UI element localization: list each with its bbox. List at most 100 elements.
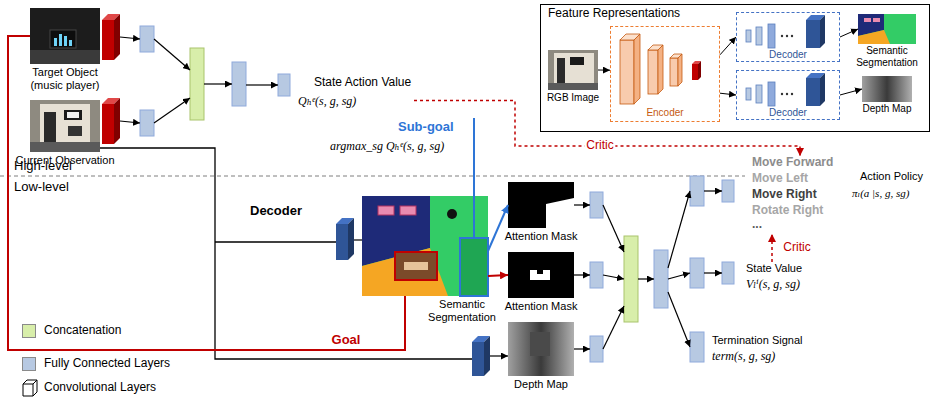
depth-region [530,332,550,356]
rgb-image-wall [554,53,594,83]
decoder-output-layer [806,20,820,48]
conv-block-side [114,98,120,144]
decoder-block-side [484,336,490,376]
level-label: Low-level [14,180,69,195]
flow-arrow [154,98,190,123]
ellipsis-dot [781,93,783,95]
fc-layer [690,176,704,206]
flow-arrow [668,273,690,279]
image-caption: Semantic Segmentation [851,45,923,68]
segmentation-thumb [858,14,916,44]
flow-arrow [704,190,722,191]
connector [720,37,736,55]
fc-layer [722,180,734,202]
output-name: Termination Signal [712,334,803,347]
goal-object [404,262,428,270]
flow-arrow [574,274,590,275]
state-value: State ValueVₗⁱ(s, g, sg) [746,262,805,294]
decoder-layer [756,85,762,103]
value-output: State Action ValueQₕᵉ(s, g, sg) [298,76,414,111]
observation-floor [30,142,100,152]
edge-label: Critic [584,139,615,153]
depth-image: Depth Map [508,322,574,376]
rgb-image: RGB Image [548,50,598,90]
decoder-label: Decoder [250,204,302,219]
observation-feed-line [100,148,472,359]
attention-region [546,198,574,228]
conv-block [102,104,114,144]
decoder-out-line [490,355,508,356]
legend-text: Convolutional Layers [44,381,156,395]
flow-arrow [246,84,278,85]
legend-swatch [22,324,36,338]
segmentation-region [873,18,880,22]
target-image-bg [30,8,100,64]
output-name: State Value [746,262,802,275]
connector [414,101,800,157]
inset-panel: RGB ImageEncoderDecoderDecoderSemantic S… [540,4,930,132]
segmentation-bg [362,196,488,296]
action-name: Move Left [752,172,808,186]
flow-arrow [120,121,140,123]
fc-layer [232,62,246,106]
observation-feed-line [215,241,336,242]
decoder-output-side [820,73,825,106]
decoder-out-line [354,239,362,240]
concat-layer [624,236,638,322]
fc-layer [278,74,290,96]
ellipsis-dot [786,35,788,37]
fc-layer [690,258,704,288]
image-caption: Depth Map [514,378,568,391]
legend-text: Concatenation [44,324,121,338]
decoder-block [336,224,348,260]
observation-wall [40,104,90,142]
decoder-box: Decoder [736,12,840,62]
formula: Qₕᵉ(s, g, sg) [298,95,356,109]
encoder-layer [648,50,658,94]
module-label: Decoder [769,49,807,61]
goal-box [395,252,437,280]
target-image-floor [30,50,100,64]
ellipsis-dot [786,93,788,95]
connector [771,234,773,262]
image-caption: Depth Map [863,103,912,115]
fc-layer [690,332,704,362]
flow-arrow [668,191,690,268]
conv-icon-outline [23,380,37,396]
encoder-layer-side [678,54,682,86]
formula: term(s, g, sg) [712,350,775,364]
panel-title: Feature Representations [548,7,680,21]
music-bar [59,34,62,46]
rgb-image-door [557,58,565,83]
image-caption: Attention Mask [505,300,578,313]
observation-door [44,112,56,142]
ellipsis-dot [791,93,793,95]
image-caption: Attention Mask [505,230,578,243]
encoder-layer-side [658,45,663,94]
decoder-output-side [820,15,825,48]
flow-arrow [704,272,722,273]
connector [840,29,858,37]
argmax-formula: argmax_sg Qₕᵉ(s, g, sg) [330,140,444,154]
music-bar [64,36,67,46]
legend-swatch [22,357,36,371]
formula: Vₗⁱ(s, g, sg) [746,278,800,292]
action-ellipsis: ... [752,218,762,232]
segmentation-region [362,248,448,296]
formula: πₗ(a |s, g, sg) [852,187,909,200]
encoder-layer [670,58,678,86]
flow-arrow [603,205,624,252]
fc-layer [654,250,668,308]
encoder-box: Encoder [610,26,720,122]
image-caption: Semantic Segmentation [422,298,502,323]
decoder-layer [756,27,762,45]
encoder-layer-side [634,34,640,104]
music-bar [69,40,72,46]
decoder-output-layer [806,78,820,106]
action-name: Move Right [752,188,817,202]
subgoal-box [460,238,488,296]
decoder-block [472,342,484,376]
rgb-image-picture [570,57,584,65]
connector [598,70,610,71]
decoder-layer [768,24,775,48]
